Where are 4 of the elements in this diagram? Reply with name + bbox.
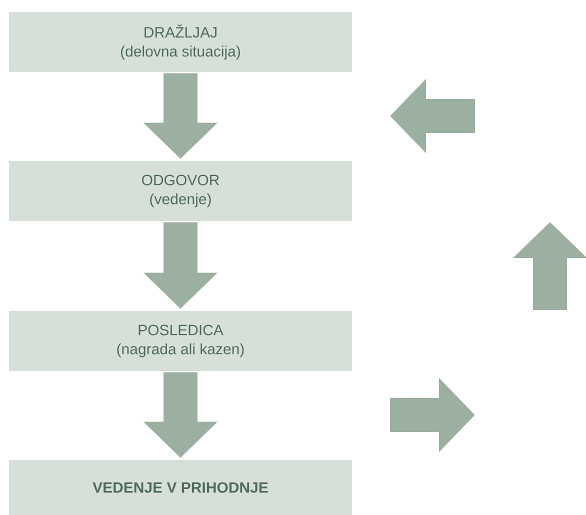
process-box: POSLEDICA (nagrada ali kazen) <box>9 311 352 371</box>
process-box: DRAŽLJAJ (delovna situacija) <box>9 12 352 72</box>
process-box: ODGOVOR (vedenje) <box>9 161 352 221</box>
process-box: VEDENJE V PRIHODNJE <box>9 460 352 515</box>
